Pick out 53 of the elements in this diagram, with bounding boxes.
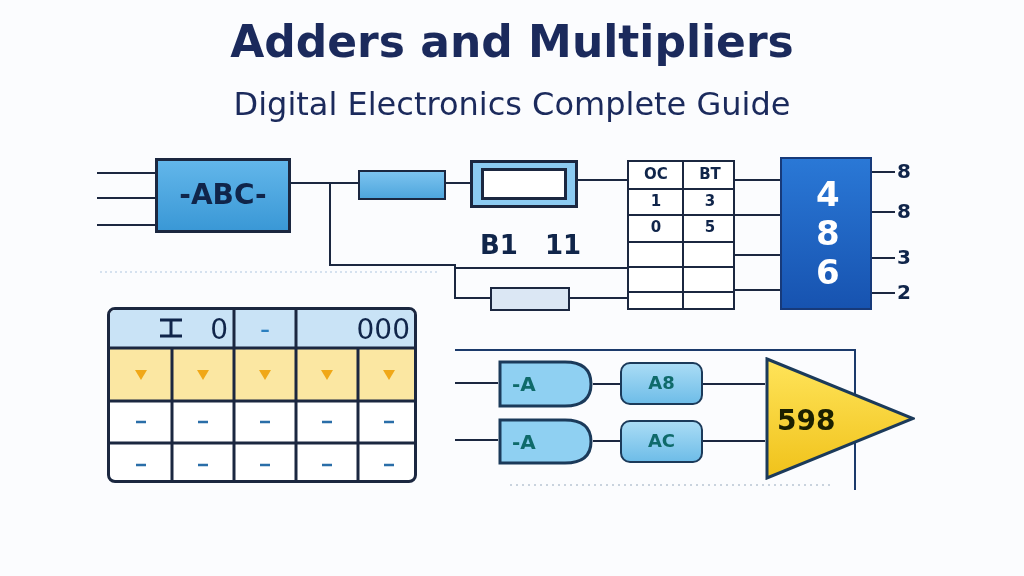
connector-line xyxy=(702,440,766,442)
connector-line xyxy=(871,292,896,294)
box-label: AC xyxy=(647,431,676,452)
table-cell-text: BT xyxy=(698,167,722,182)
block-box xyxy=(358,170,446,200)
pin-number: 8 xyxy=(897,161,911,181)
box-label: A8 xyxy=(648,373,675,394)
table-header: 000 xyxy=(355,316,410,344)
connector-line xyxy=(592,440,621,442)
connector-line xyxy=(734,214,781,216)
connector-line xyxy=(445,182,471,184)
connector-line xyxy=(96,224,156,226)
box-label: 4 8 6 xyxy=(816,174,836,293)
connector-line xyxy=(454,382,499,384)
pin-label: 11 xyxy=(545,232,582,258)
connector-line xyxy=(569,297,628,299)
block-box xyxy=(620,420,703,463)
connector-line xyxy=(734,254,781,256)
connector-line xyxy=(734,289,781,291)
connector-line xyxy=(96,172,156,174)
block-box xyxy=(155,158,291,233)
gate-label: -A xyxy=(512,374,536,394)
title: Adders and Multipliers xyxy=(229,20,795,64)
pin-number: 8 xyxy=(897,201,911,221)
connector-line xyxy=(702,383,766,385)
connector-line xyxy=(734,179,781,181)
connector-line xyxy=(577,179,628,181)
table-cell-text: 0 xyxy=(649,220,663,235)
table-cell-text: 5 xyxy=(703,220,717,235)
block-box xyxy=(470,160,578,208)
table-cell-text: OC xyxy=(643,167,669,182)
data-table xyxy=(107,307,417,483)
connector-line xyxy=(871,171,896,173)
block-box xyxy=(780,157,872,310)
truth-table xyxy=(627,160,735,310)
subtitle: Digital Electronics Complete Guide xyxy=(232,88,792,120)
connector-line xyxy=(871,211,896,213)
table-cell-text: 3 xyxy=(703,194,717,209)
pin-label: B1 xyxy=(480,232,518,258)
table-cell-text: 1 xyxy=(649,194,663,209)
connector-line xyxy=(871,257,896,259)
connector-line xyxy=(454,439,499,441)
connector-line xyxy=(592,383,621,385)
amplifier-label: 598 xyxy=(777,407,836,435)
pin-number: 3 xyxy=(897,247,911,267)
block-box xyxy=(620,362,703,405)
box-label: -ABC- xyxy=(179,179,267,212)
table-header: - xyxy=(258,316,272,344)
connector-line xyxy=(96,197,156,199)
gate-label: -A xyxy=(512,431,536,452)
pin-number: 2 xyxy=(897,282,911,302)
table-header: 0 xyxy=(209,316,228,344)
block-box xyxy=(490,287,570,311)
